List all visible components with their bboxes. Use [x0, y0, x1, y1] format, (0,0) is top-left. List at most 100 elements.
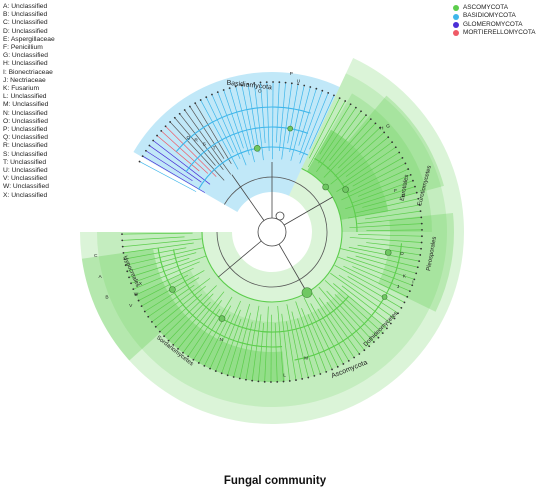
leaf-node: [391, 141, 394, 144]
node-letter: M: [304, 356, 308, 362]
tree-leaf: [366, 229, 422, 232]
leaf-node: [183, 109, 186, 111]
leaf-node: [124, 264, 127, 267]
tree-leaf: [308, 97, 340, 159]
key-name: Unclassified: [11, 142, 48, 150]
tree-leaf: [205, 97, 234, 154]
leaf-node: [158, 330, 161, 333]
key-letter: E: [3, 35, 8, 43]
legend-swatch: [453, 22, 459, 29]
tree-leaf: [346, 256, 415, 280]
leaf-node: [415, 191, 418, 194]
leaf-node: [303, 84, 306, 87]
tree-leaf: [301, 307, 327, 372]
node-letter: E: [402, 193, 405, 199]
key-name: Fusarium: [11, 85, 40, 93]
key-letter: L: [3, 93, 7, 101]
clade-label-pleosporales: Pleosporales: [426, 236, 438, 271]
leaf-node: [203, 364, 206, 367]
leaf-node: [420, 247, 422, 250]
leaf-node: [173, 116, 176, 119]
node-letter: K: [403, 274, 407, 280]
leaf-node: [420, 241, 423, 244]
key-name: Unclassified: [11, 150, 48, 158]
leaf-node: [177, 348, 179, 350]
key-name: Unclassified: [10, 93, 47, 101]
clade-key-item: X: Unclassified: [3, 191, 48, 199]
tree-leaf: [247, 83, 260, 153]
key-name: Aspergillaceae: [10, 35, 55, 43]
tree-leaf: [264, 306, 269, 382]
tree-edges: [122, 82, 422, 382]
tree-leaf: [334, 265, 405, 303]
tree-leaf: [366, 242, 422, 250]
leaf-node: [178, 112, 181, 115]
clade-key-item: T: Unclassified: [3, 158, 47, 166]
leaf-node: [369, 118, 372, 121]
legend-label: GLOMEROMYCOTA: [463, 20, 523, 28]
tree-leaf: [362, 192, 417, 208]
figure-caption: Fungal community: [223, 475, 327, 487]
leaf-node: [284, 81, 287, 84]
tree-leaf: [152, 140, 211, 185]
tree-leaf: [326, 301, 365, 351]
tree-leaf: [311, 292, 355, 358]
node-letter: H: [380, 126, 384, 132]
key-name: Bionectriaceae: [8, 68, 53, 76]
key-letter: Q: [3, 134, 9, 142]
key-name: Unclassified: [11, 11, 48, 19]
key-name: Unclassified: [11, 191, 48, 199]
clade-key-item: P: Unclassified: [3, 126, 48, 134]
leaf-node: [411, 284, 414, 287]
leaf-node: [167, 339, 170, 342]
tree-leaf: [299, 90, 323, 155]
tree-leaf: [318, 107, 357, 164]
clade-label-eurotiales: Eurotiales: [400, 174, 411, 201]
tree-leaf: [139, 161, 197, 192]
leaf-node: [163, 335, 165, 338]
leaf-node: [418, 260, 421, 263]
clade-label-basidiomycota: Basidiomycota: [226, 80, 272, 92]
clade-key-item: J: Nectriaceae: [3, 76, 46, 84]
leaf-node: [406, 295, 409, 298]
tree-leaf: [122, 232, 193, 235]
leaf-node: [401, 157, 404, 159]
tree-leaf: [330, 136, 389, 185]
tree-leaf: [168, 293, 214, 341]
leaf-node: [148, 144, 151, 147]
tree-leaf: [341, 168, 409, 201]
node-letter: I: [412, 279, 413, 285]
clade-key-item: H: Unclassified: [3, 60, 48, 68]
node-letter: P: [290, 71, 293, 77]
leaf-node: [421, 229, 423, 231]
tree-leaf: [128, 257, 190, 278]
leaf-node: [211, 93, 213, 96]
leaf-node: [288, 380, 291, 382]
tree-leaf: [345, 186, 416, 210]
key-letter: T: [3, 158, 7, 166]
root-circle: [257, 217, 287, 247]
tree-leaf: [347, 204, 420, 219]
key-name: Unclassified: [11, 3, 48, 10]
leaf-node: [147, 315, 150, 318]
legend-label: ASCOMYCOTA: [463, 4, 508, 11]
leaf-node: [156, 134, 158, 137]
tree-leaf: [347, 276, 402, 309]
leaf-node: [297, 83, 299, 86]
node-letter: G: [386, 124, 390, 130]
leaf-node: [222, 89, 225, 91]
tree-leaf: [303, 297, 339, 367]
node-letter: Q: [186, 135, 190, 141]
tree-leaf: [177, 291, 225, 350]
tree-leaf: [274, 322, 278, 382]
leaf-node: [377, 336, 380, 339]
leaf-node: [160, 129, 163, 132]
tree-leaf: [341, 285, 392, 324]
leaf-node: [414, 185, 416, 188]
node-letter: C: [94, 253, 98, 259]
leaf-node: [421, 235, 423, 238]
leaf-node: [344, 100, 347, 102]
tree-leaf: [355, 198, 419, 214]
tree-leaf: [334, 294, 379, 338]
tree-leaf: [277, 305, 284, 382]
